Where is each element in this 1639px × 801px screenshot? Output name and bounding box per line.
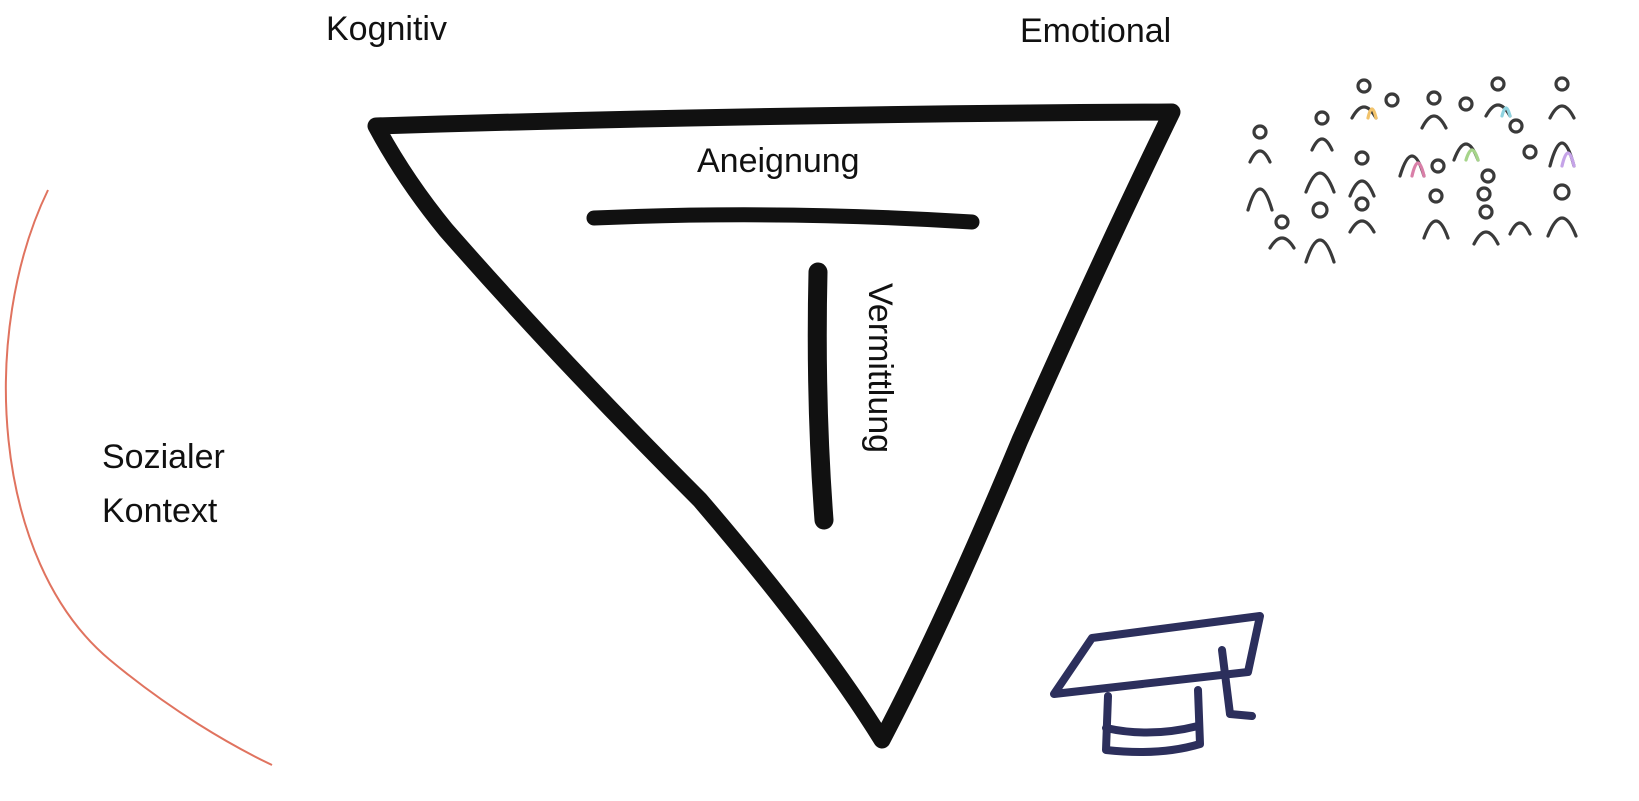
label-social-line2: Kontext <box>102 492 218 530</box>
aneignung-bar <box>586 207 980 230</box>
label-emotional: Emotional <box>1020 12 1172 50</box>
vermittlung-bar <box>807 262 834 530</box>
label-social-line1: Sozialer <box>102 438 225 476</box>
graduation-cap-icon <box>1050 612 1264 756</box>
label-kognitiv: Kognitiv <box>326 10 447 48</box>
label-social-context: Sozialer Kontext <box>102 430 225 538</box>
label-aneignung: Aneignung <box>697 142 860 180</box>
social-context-arc <box>4 189 273 766</box>
audience-people-icon <box>1246 76 1578 264</box>
didactic-triangle <box>367 103 1181 749</box>
label-vermittlung: Vermittlung <box>861 283 899 454</box>
